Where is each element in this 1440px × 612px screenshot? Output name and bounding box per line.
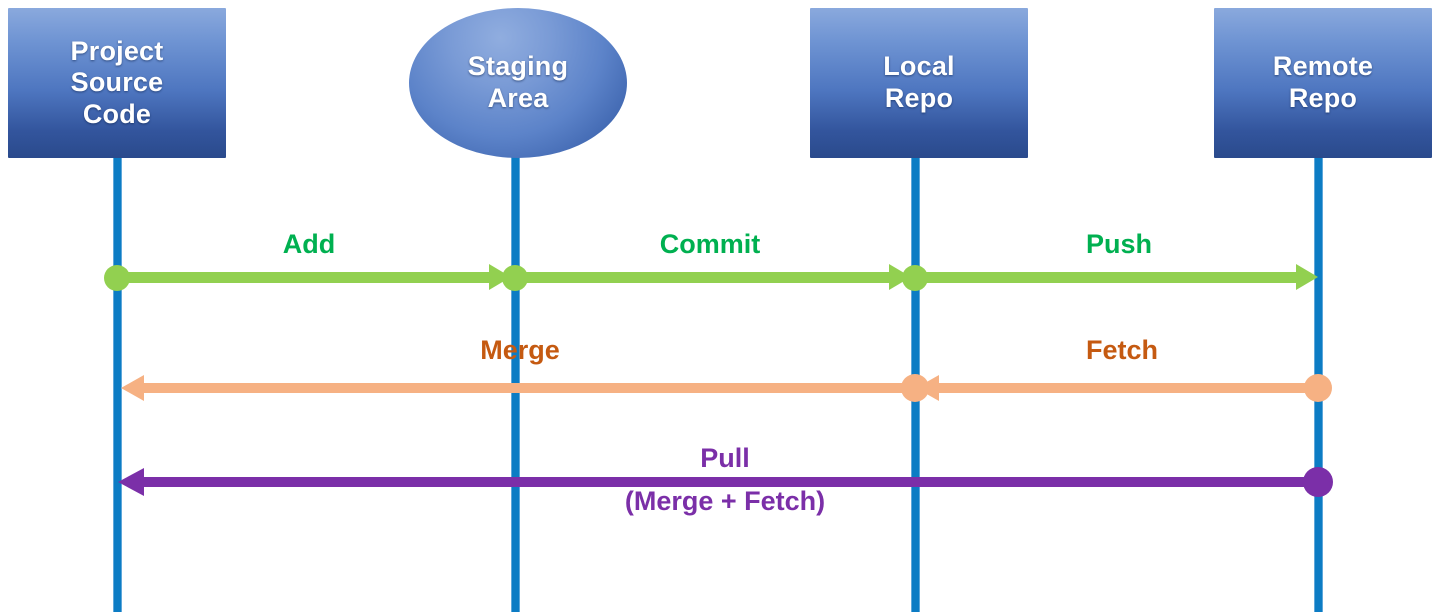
message-label-pull: Pull (700, 443, 750, 473)
message-sublabel-pull: (Merge + Fetch) (624, 486, 826, 516)
message-label-push: Push (1085, 229, 1153, 259)
dot-fetch-start (1304, 374, 1332, 402)
arrow-head-push (1296, 264, 1318, 290)
dot-pull-start (1303, 467, 1333, 497)
message-label-add: Add (282, 229, 336, 259)
node-remote-repo[interactable]: Remote Repo (1214, 8, 1432, 158)
node-label-remote-repo: Remote Repo (1272, 51, 1374, 113)
dot-add-start (104, 265, 130, 291)
arrow-head-pull (118, 468, 144, 496)
arrow-head-merge (121, 375, 144, 401)
dot-fetch-end (901, 374, 929, 402)
message-line-push (915, 272, 1298, 283)
dot-push-start (902, 265, 928, 291)
message-line-pull (143, 477, 1318, 487)
dot-commit-start (502, 265, 528, 291)
message-label-commit: Commit (659, 229, 761, 259)
message-label-merge: Merge (480, 335, 560, 365)
node-local-repo[interactable]: Local Repo (810, 8, 1028, 158)
node-project-source-code[interactable]: Project Source Code (8, 8, 226, 158)
message-line-add (117, 272, 495, 283)
message-line-merge (143, 383, 915, 393)
message-line-commit (515, 272, 895, 283)
lifeline-staging-area (511, 152, 520, 612)
message-label-fetch: Fetch (1085, 335, 1159, 365)
message-line-fetch (938, 383, 1318, 393)
node-label-staging-area: Staging Area (467, 51, 569, 113)
node-label-local-repo: Local Repo (883, 51, 955, 113)
node-label-project-source-code: Project Source Code (70, 35, 164, 129)
node-staging-area[interactable]: Staging Area (409, 8, 627, 158)
